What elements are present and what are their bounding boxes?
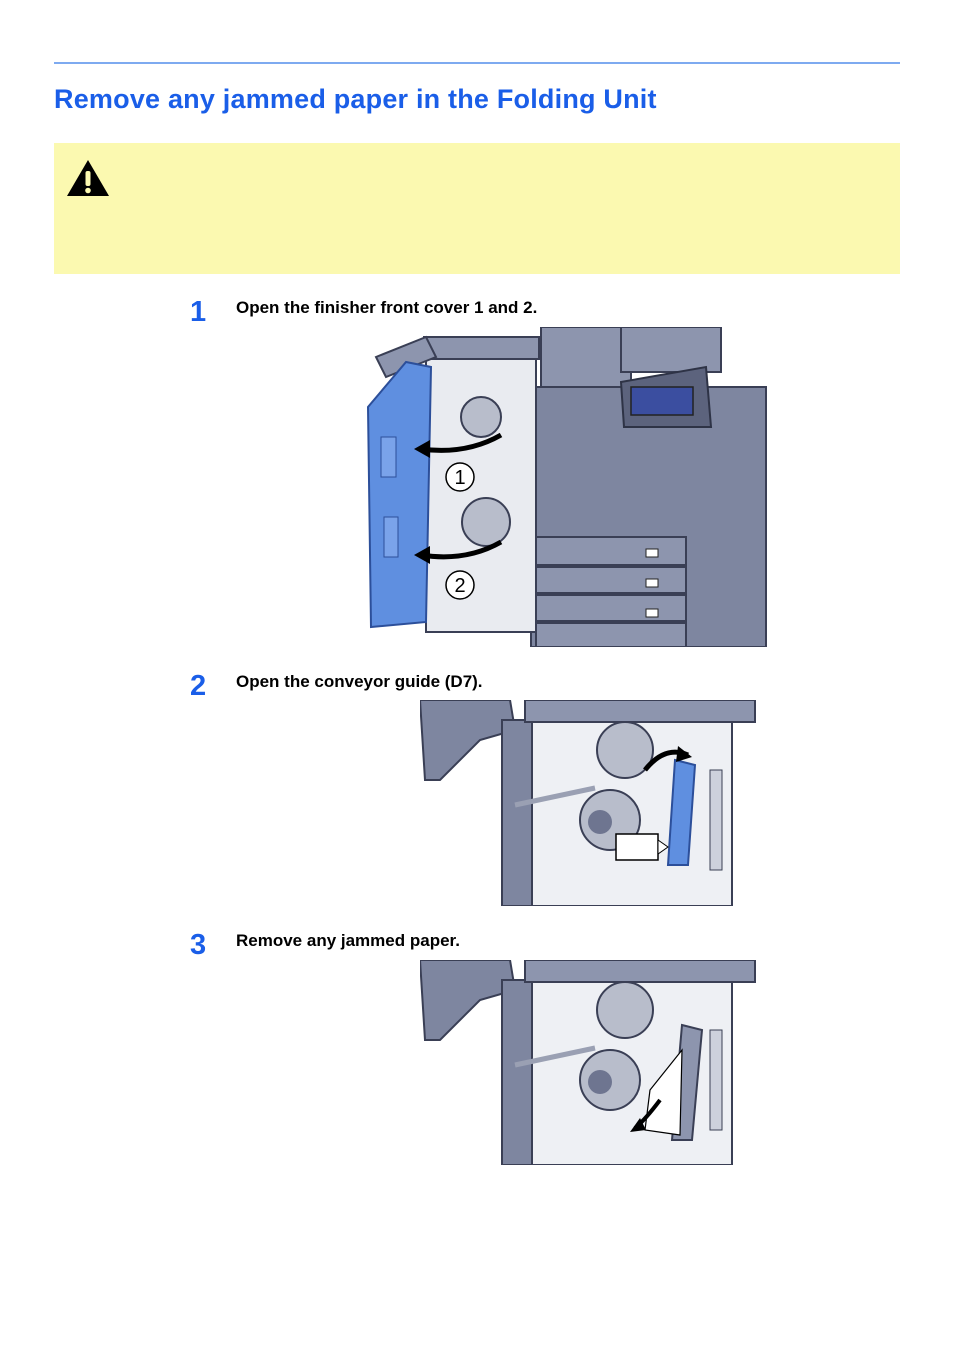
step-3-number: 3	[190, 929, 207, 961]
step-2-illustration	[420, 700, 756, 906]
step-3-text: Remove any jammed paper.	[236, 931, 460, 950]
step-1-text: Open the finisher front cover 1 and 2.	[236, 298, 538, 317]
step-1-illustration: 1 2	[366, 327, 769, 647]
caution-box	[54, 143, 900, 274]
page-title: Remove any jammed paper in the Folding U…	[54, 84, 657, 114]
step-1-number: 1	[190, 296, 207, 328]
callout-2-label: 2	[454, 575, 465, 597]
top-rule	[54, 62, 900, 64]
step-2-number: 2	[190, 670, 207, 702]
callout-2-circle	[445, 570, 475, 600]
warning-triangle-icon	[67, 160, 109, 196]
step-2-text: Open the conveyor guide (D7).	[236, 672, 483, 691]
callout-1-circle	[445, 462, 475, 492]
callout-1-label: 1	[454, 467, 465, 489]
step-3-illustration	[420, 960, 756, 1165]
